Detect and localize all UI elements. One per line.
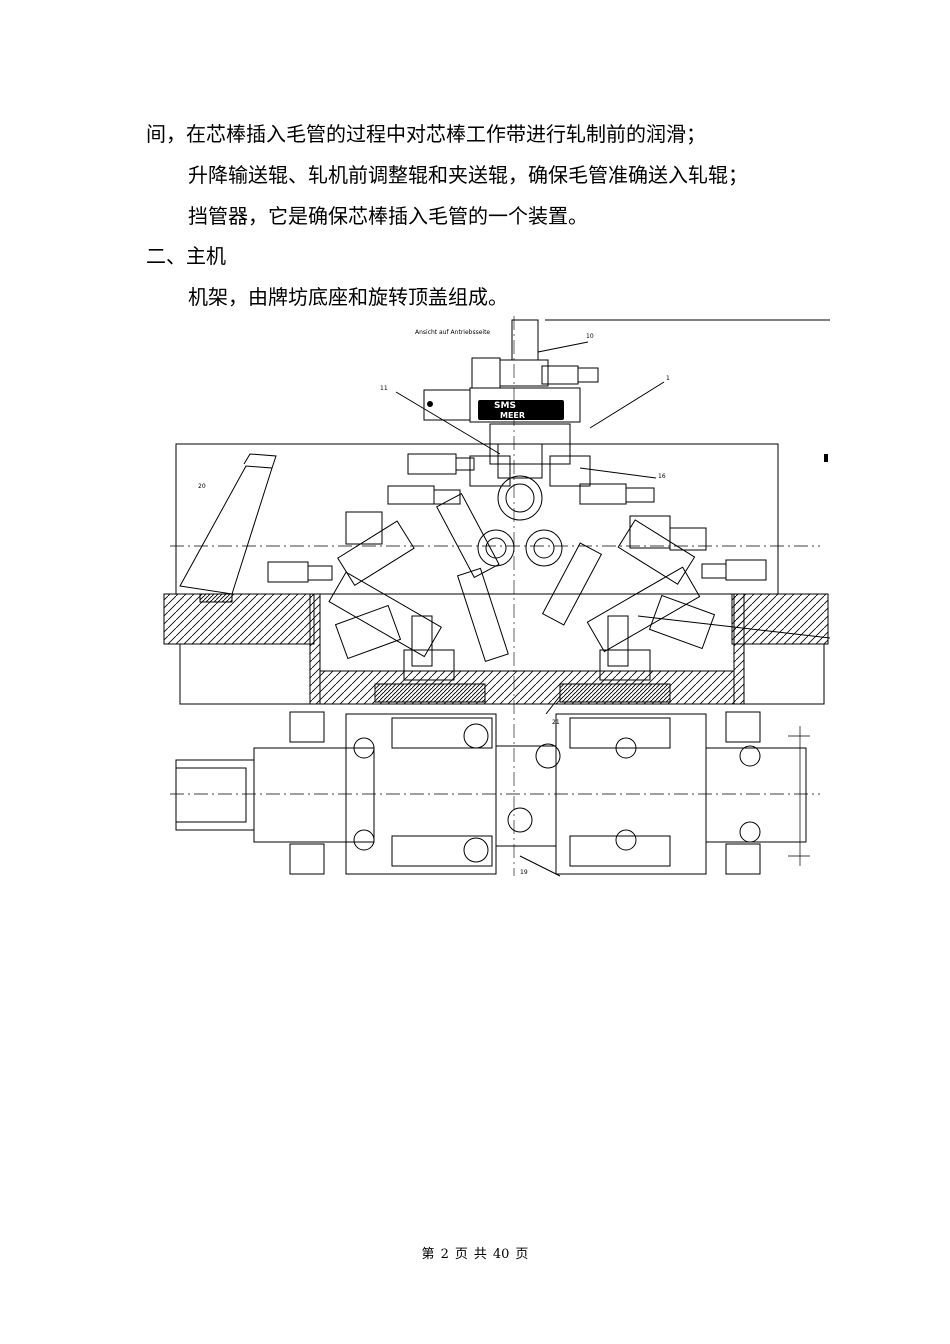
paragraph-line-3: 挡管器，它是确保芯棒插入毛管的一个装置。: [188, 204, 588, 228]
paragraph-line-1: 间，在芯棒插入毛管的过程中对芯棒工作带进行轧制前的润滑；: [146, 122, 706, 146]
footer-suffix: 页: [515, 1247, 529, 1262]
drawing-view-title: Ansicht auf Antriebsseite: [415, 329, 490, 336]
mill-stand-engineering-drawing: Ansicht auf Antriebsseite SMS MEER 10 1 …: [163, 316, 830, 877]
footer-prefix: 第: [421, 1247, 435, 1262]
callout-11: 11: [380, 385, 388, 392]
callout-10: 10: [586, 333, 594, 340]
footer-page-word: 页: [454, 1247, 468, 1262]
footer-page-number: 2: [440, 1247, 449, 1262]
callout-16: 16: [658, 473, 666, 480]
callout-1: 1: [666, 375, 670, 382]
callout-19: 19: [520, 869, 528, 876]
callout-20: 20: [198, 483, 206, 490]
paragraph-line-4: 机架，由牌坊底座和旋转顶盖组成。: [188, 285, 508, 309]
footer-total-pages: 40: [492, 1247, 510, 1262]
logo-text-top: SMS: [494, 401, 516, 411]
logo-text-bottom: MEER: [500, 411, 525, 420]
paragraph-line-2: 升降输送辊、轧机前调整辊和夹送辊，确保毛管准确送入轧辊；: [188, 163, 748, 187]
footer-total-word: 共: [473, 1247, 487, 1262]
section-heading: 二、主机: [146, 244, 226, 268]
callout-21: 21: [552, 719, 560, 726]
